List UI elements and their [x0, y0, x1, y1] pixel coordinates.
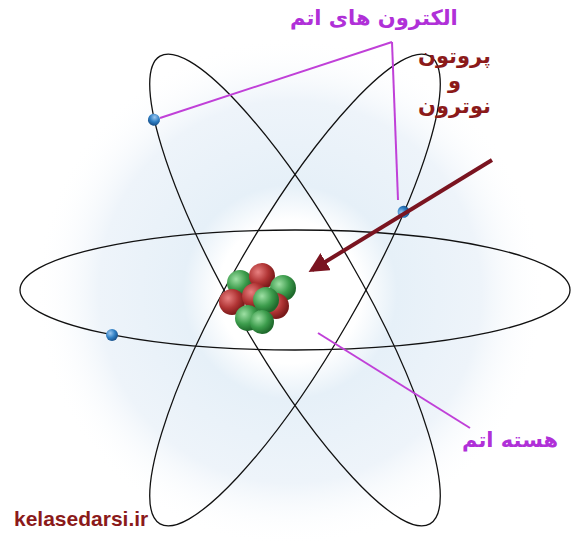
watermark: kelasedarsi.ir	[14, 506, 148, 531]
electron	[146, 112, 162, 128]
pointer-arrow	[312, 160, 492, 270]
electron-label: الکترون های اتم	[290, 6, 458, 31]
nucleus	[219, 263, 296, 334]
electron	[106, 329, 118, 341]
nucleus-label: هسته اتم	[462, 428, 558, 453]
orbit	[20, 230, 570, 350]
nucleon-label: پروتون و نوترون	[418, 44, 491, 120]
glow	[35, 37, 545, 547]
